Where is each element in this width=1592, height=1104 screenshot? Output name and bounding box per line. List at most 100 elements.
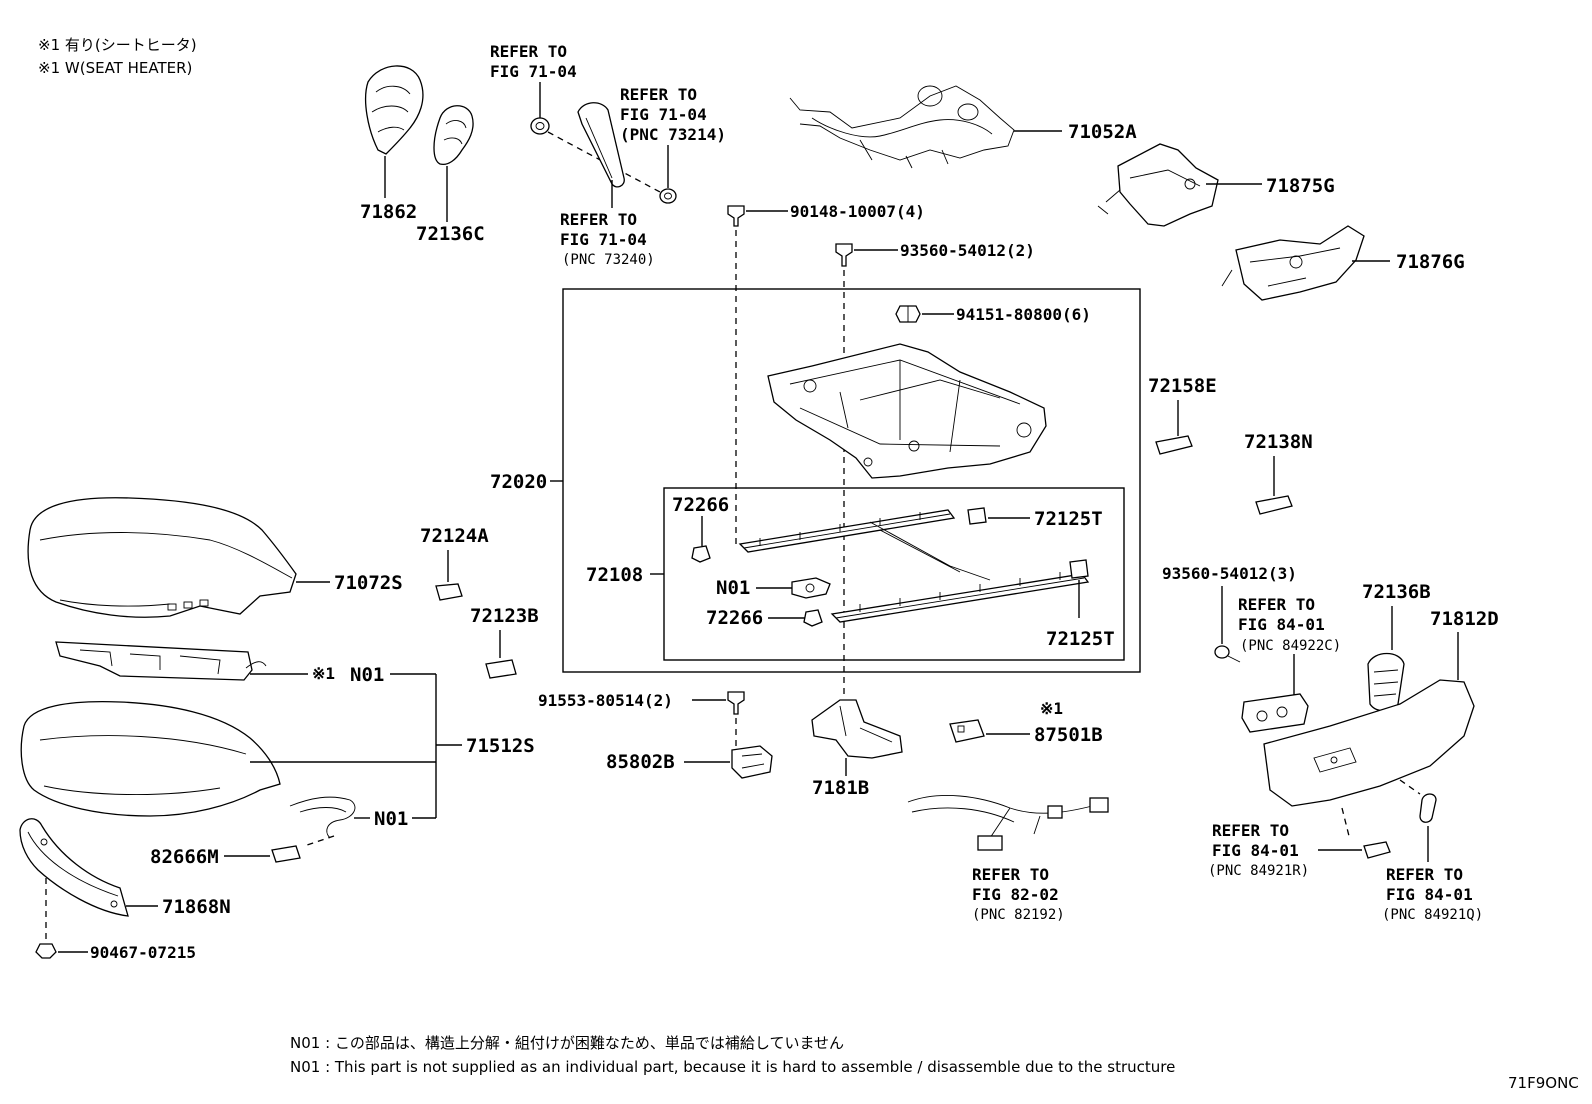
part-72136C-knob[interactable]: [433, 105, 474, 166]
ref3-line2: FIG 71-04: [560, 230, 647, 249]
label-72266a: 72266: [672, 494, 729, 516]
label-93560a: 93560-54012(2): [900, 241, 1035, 260]
ref6-line1: REFER TO: [1386, 865, 1463, 884]
label-82666M: 82666M: [150, 846, 219, 868]
label-72158E: 72158E: [1148, 375, 1217, 397]
label-72108: 72108: [586, 564, 643, 586]
part-switch-assembly[interactable]: [1241, 693, 1309, 733]
note-jp: ※1 有り(シートヒータ): [38, 36, 197, 54]
part-71052A-harness-frame[interactable]: [789, 85, 1015, 169]
label-71072S: 71072S: [334, 572, 403, 594]
ref7-line1: REFER TO: [972, 865, 1049, 884]
note-en: ※1 W(SEAT HEATER): [38, 59, 192, 77]
part-72266-clip-b[interactable]: [803, 609, 823, 627]
part-switch-knob-84921R[interactable]: [1363, 841, 1391, 859]
ref1-line2: FIG 71-04: [490, 62, 577, 81]
label-85802B: 85802B: [606, 751, 675, 773]
washer-icon: [659, 188, 677, 204]
label-N01a: N01: [716, 577, 750, 599]
ref4-line3: (PNC 84922C): [1240, 638, 1341, 654]
ref4-line1: REFER TO: [1238, 595, 1315, 614]
label-N01b: N01: [350, 664, 384, 686]
label-72136C: 72136C: [416, 223, 485, 245]
ref2-line1: REFER TO: [620, 85, 697, 104]
part-71862-cover[interactable]: [365, 65, 424, 155]
part-seat-track-lower[interactable]: [830, 572, 1090, 623]
part-72266-clip-a[interactable]: [691, 545, 711, 563]
part-seat-track-upper[interactable]: [738, 509, 956, 553]
part-seat-frame[interactable]: [767, 343, 1047, 479]
label-71862: 71862: [360, 201, 417, 223]
label-7181B: 7181B: [812, 777, 869, 799]
part-N01-wire[interactable]: [289, 796, 356, 839]
ref2-line3: (PNC 73214): [620, 125, 726, 144]
ref6-line3: (PNC 84921Q): [1382, 907, 1483, 923]
ref6-line2: FIG 84-01: [1386, 885, 1473, 904]
part-72136B-knob[interactable]: [1367, 652, 1405, 712]
mark-a: ※1: [312, 664, 335, 683]
ref5-line2: FIG 84-01: [1212, 841, 1299, 860]
ref5-line1: REFER TO: [1212, 821, 1289, 840]
bolt-93560b-icon: [1214, 645, 1241, 663]
label-72020: 72020: [490, 471, 547, 493]
label-93560b: 93560-54012(3): [1162, 564, 1297, 583]
label-71812D: 71812D: [1430, 608, 1499, 630]
label-72136B: 72136B: [1362, 581, 1431, 603]
label-N01c: N01: [374, 808, 408, 830]
part-72124A-clip[interactable]: [435, 583, 463, 601]
part-72125T-cap-b[interactable]: [1069, 559, 1089, 579]
label-71868N: 71868N: [162, 896, 231, 918]
part-71072S-cushion-cover[interactable]: [27, 497, 297, 618]
part-71812D-side-cover[interactable]: [1263, 679, 1475, 807]
label-72125Ta: 72125T: [1034, 508, 1103, 530]
label-94151: 94151-80800(6): [956, 305, 1091, 324]
label-72125Tb: 72125T: [1046, 628, 1115, 650]
label-72123B: 72123B: [470, 605, 539, 627]
part-82666M-connector[interactable]: [271, 845, 301, 863]
label-72138N: 72138N: [1244, 431, 1313, 453]
diagram-id: 71F9ONC: [1508, 1074, 1579, 1092]
ref7-line3: (PNC 82192): [972, 907, 1065, 923]
label-91553: 91553-80514(2): [538, 691, 673, 710]
label-87501B: 87501B: [1034, 724, 1103, 746]
label-72124A: 72124A: [420, 525, 489, 547]
part-cross-rod[interactable]: [869, 521, 991, 581]
part-N01-heater-mat[interactable]: [55, 641, 267, 681]
part-wire-harness[interactable]: [907, 795, 1109, 851]
ref1-line1: REFER TO: [490, 42, 567, 61]
ref2-line2: FIG 71-04: [620, 105, 707, 124]
part-71876G-bracket[interactable]: [1221, 225, 1365, 301]
clip-90467-icon: [35, 943, 57, 959]
part-85802B-sensor[interactable]: [731, 745, 773, 779]
part-lever-handle[interactable]: [577, 102, 625, 188]
mark-b: ※1: [1040, 699, 1063, 718]
footnote-en: N01 : This part is not supplied as an in…: [290, 1058, 1175, 1076]
bolt-93560-icon: [835, 243, 853, 267]
ref5-line3: (PNC 84921R): [1208, 863, 1309, 879]
part-87501B-module[interactable]: [949, 719, 985, 743]
part-72125T-cap-a[interactable]: [967, 507, 987, 525]
part-71868N-trim[interactable]: [19, 818, 129, 917]
part-N01-pad[interactable]: [20, 701, 281, 817]
bolt-90148-icon: [727, 205, 745, 227]
part-72123B-clip[interactable]: [485, 659, 517, 679]
ref3-line3: (PNC 73240): [562, 252, 655, 268]
label-71875G: 71875G: [1266, 175, 1335, 197]
ref3-line1: REFER TO: [560, 210, 637, 229]
label-90148: 90148-10007(4): [790, 202, 925, 221]
grommet-icon: [530, 117, 550, 135]
label-71512S: 71512S: [466, 735, 535, 757]
part-switch-knob-84921Q[interactable]: [1419, 793, 1437, 823]
label-72266b: 72266: [706, 607, 763, 629]
ref4-line2: FIG 84-01: [1238, 615, 1325, 634]
part-motor-N01[interactable]: [791, 577, 831, 599]
footnote-jp: N01 : この部品は、構造上分解・組付けが困難なため、単品では補給していません: [290, 1034, 844, 1052]
part-7181B-bracket[interactable]: [811, 699, 903, 759]
label-71052A: 71052A: [1068, 121, 1137, 143]
part-71875G-bracket[interactable]: [1097, 143, 1219, 227]
part-72138N-cap[interactable]: [1255, 495, 1293, 515]
label-71876G: 71876G: [1396, 251, 1465, 273]
part-72158E-cap[interactable]: [1155, 435, 1193, 455]
